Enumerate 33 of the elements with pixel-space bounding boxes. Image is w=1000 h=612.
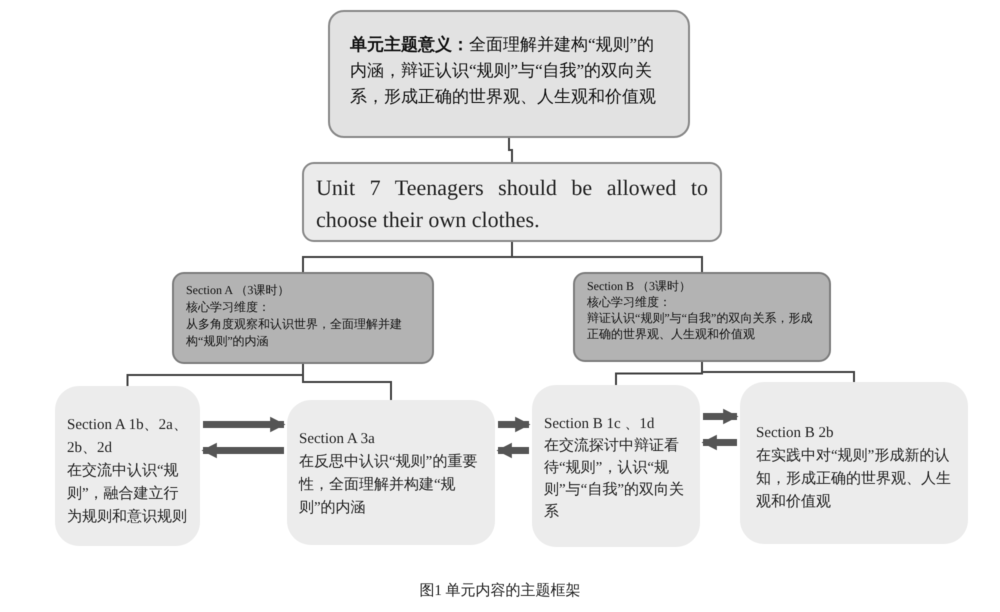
box-text: 核心学习维度： — [587, 294, 672, 310]
box-heading: Section B （3课时） — [587, 278, 692, 294]
block-arrow — [203, 416, 286, 432]
box-heading: Section A 3a — [299, 430, 376, 449]
rounded-box — [172, 272, 434, 364]
box-heading: Section B 2b — [756, 424, 834, 443]
box-text: 核心学习维度： — [186, 299, 271, 316]
box-heading: Unit 7 Teenagers should be allowed to choose their own clothes. — [316, 174, 708, 234]
connector-line — [508, 138, 513, 162]
rounded-box — [740, 382, 968, 544]
box-heading: Section A （3课时） — [186, 282, 290, 299]
box-text: 从多角度观察和认识世界，全面理解并建构“规则”的内涵 — [186, 316, 403, 350]
block-arrow — [703, 408, 739, 424]
box-text: 在交流中认识“规则”，融合建立行为规则和意识规则 — [67, 461, 188, 527]
rounded-box — [55, 386, 200, 546]
box-heading: 单元主题意义：全面理解并建构“规则”的内涵，辩证认识“规则”与“自我”的双向关系，形成正确的世界观、人生观和价值观 — [350, 34, 657, 108]
box-heading: Section A 1b、2a、2b、2d — [67, 416, 188, 458]
box-text: 在交流探讨中辩证看待“规则”，认识“规则”与“自我”的双向关系 — [544, 436, 685, 522]
block-arrow — [498, 416, 531, 432]
figure-caption: 图1 单元内容的主题框架 — [418, 581, 582, 601]
box-heading: Section B 1c 、1d — [544, 415, 656, 434]
rounded-box — [328, 10, 690, 138]
box-text: 辩证认识“规则”与“自我”的双向关系，形成正确的世界观、人生观和价值观 — [587, 310, 814, 342]
connector-line — [511, 242, 703, 272]
block-arrow — [701, 434, 737, 450]
box-text: 在反思中认识“规则”的重要性，全面理解并构建“规则”的内涵 — [299, 452, 478, 518]
rounded-box — [287, 400, 495, 545]
rounded-box — [573, 272, 831, 362]
rounded-box — [532, 385, 700, 547]
rounded-box — [302, 162, 722, 242]
block-arrow — [201, 442, 284, 458]
block-arrow — [496, 442, 529, 458]
box-text: 在实践中对“规则”形成新的认知，形成正确的世界观、人生观和价值观 — [756, 446, 952, 512]
